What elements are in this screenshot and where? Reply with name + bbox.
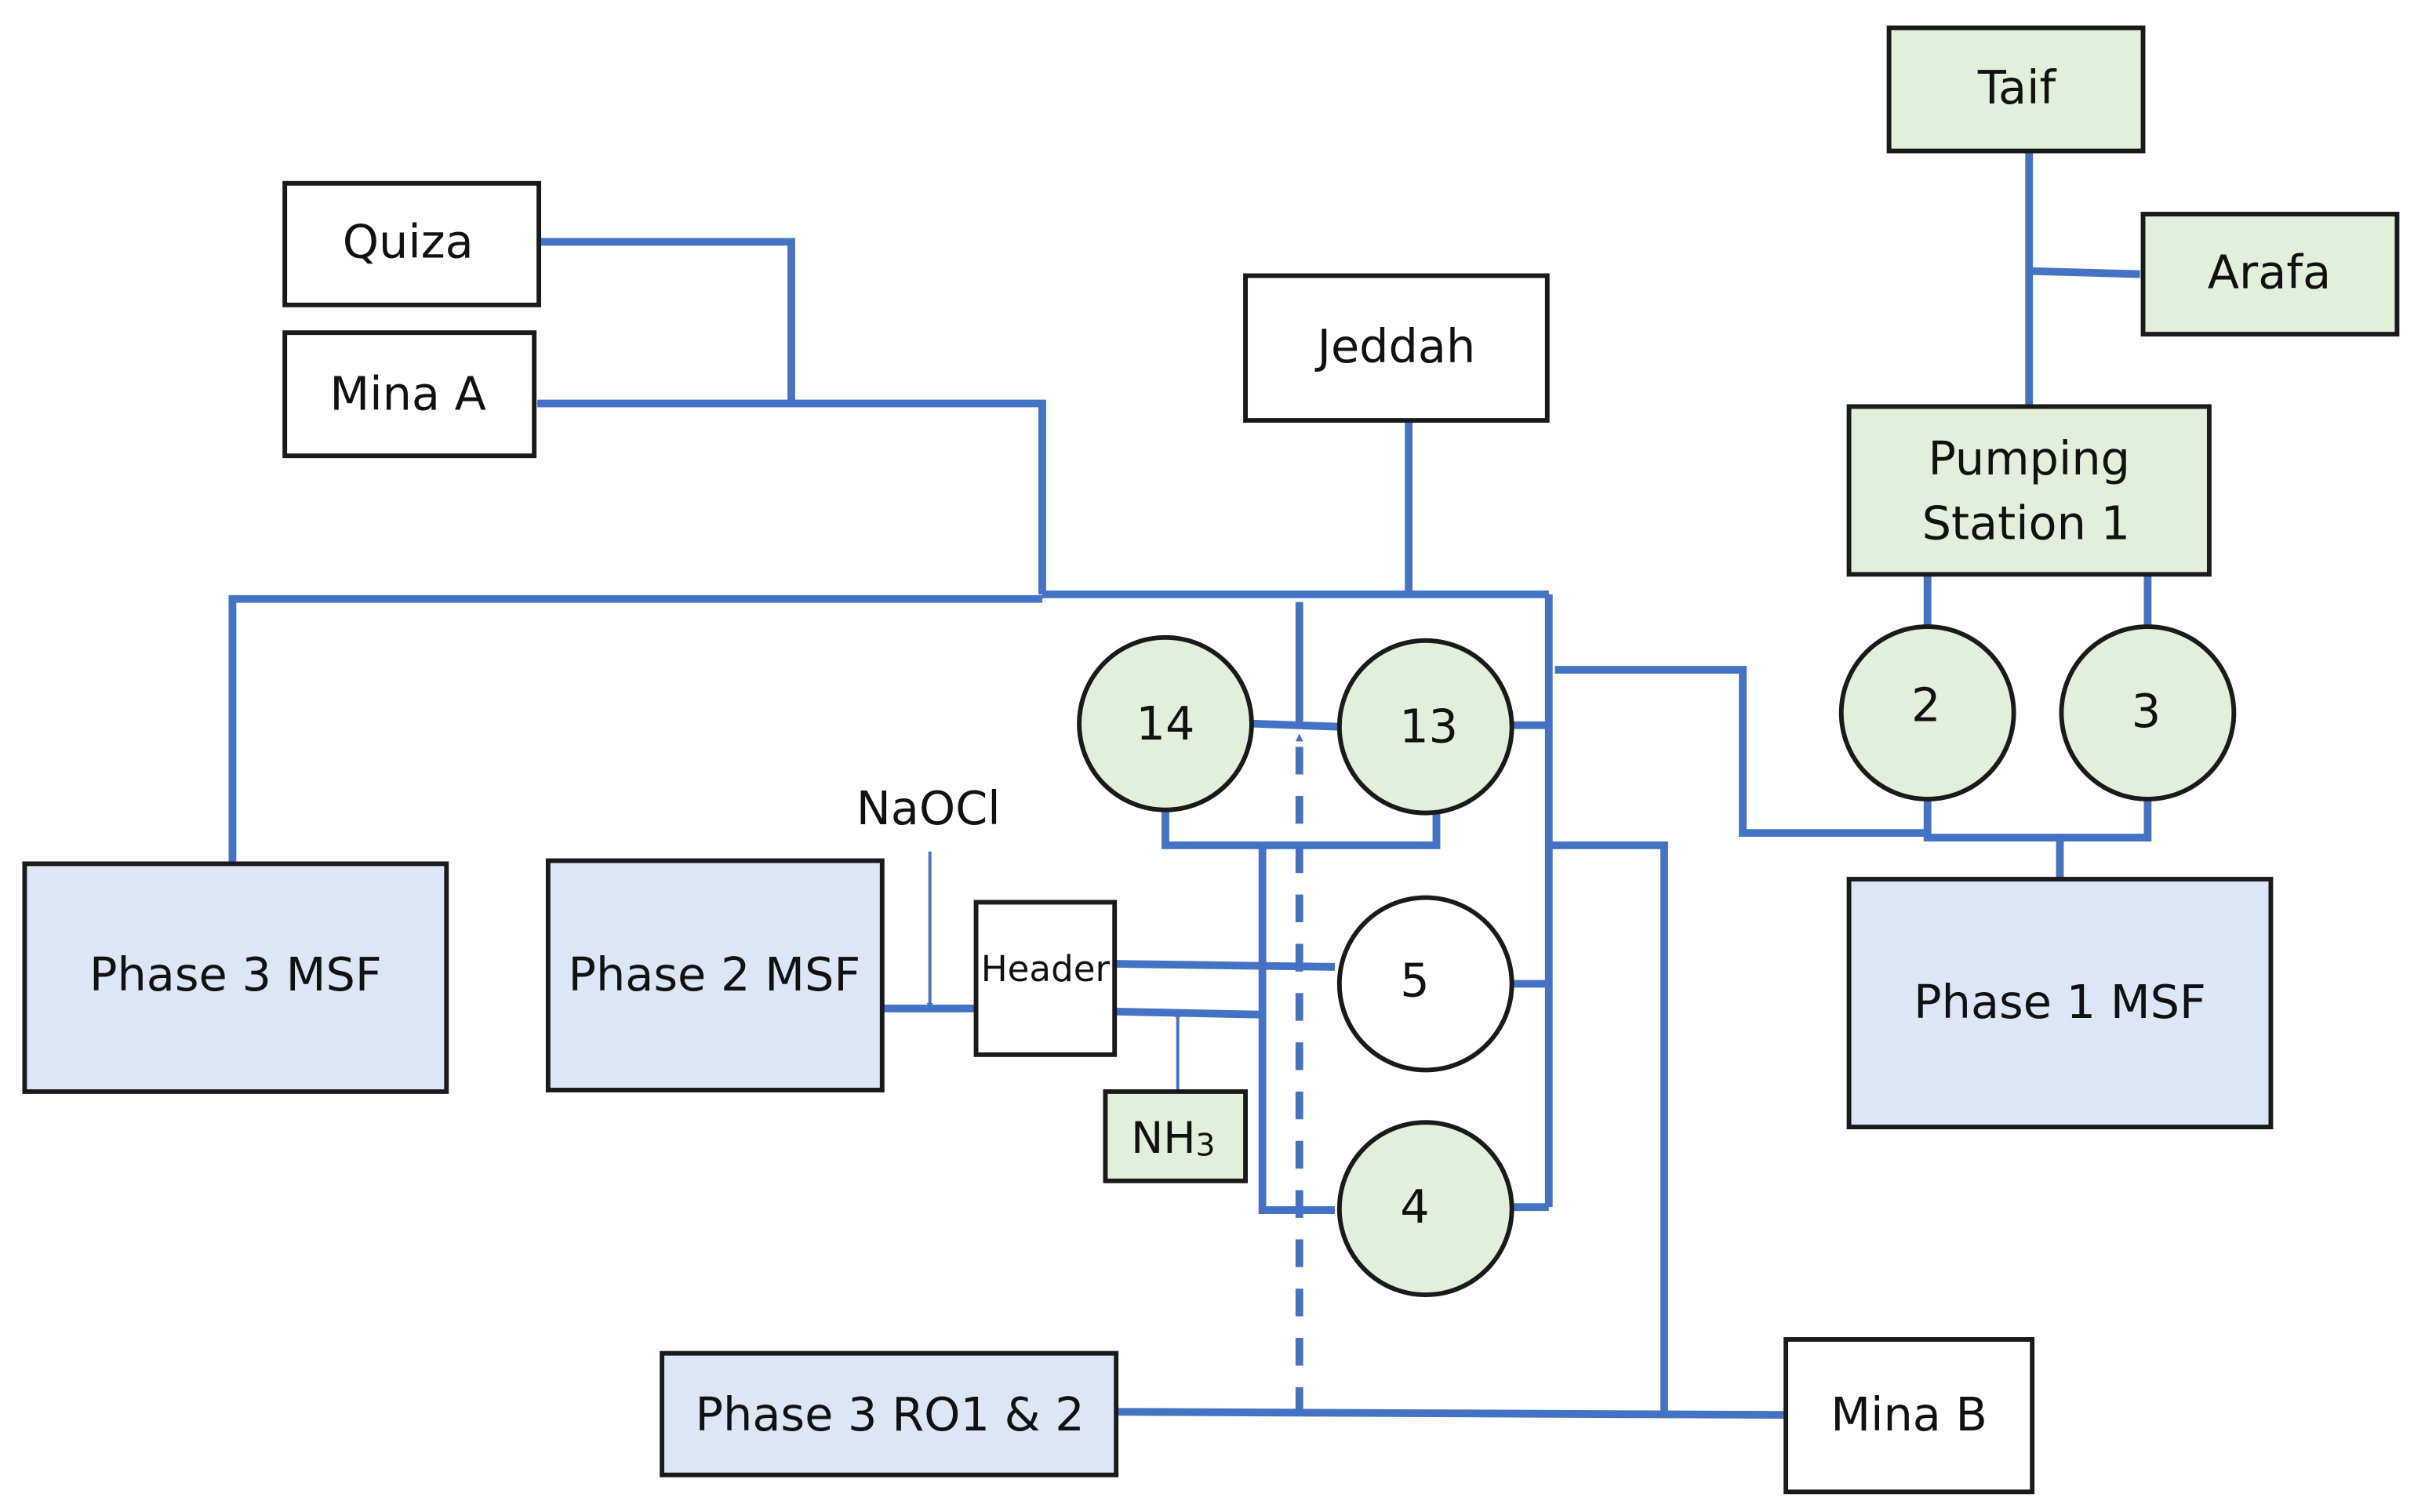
pump-node-3: 3 — [2059, 624, 2237, 801]
pipe-to-quiza — [536, 238, 795, 404]
pipe-suction-14 — [1162, 810, 1263, 849]
phase3-msf-box: Phase 3 MSF — [22, 861, 449, 1094]
phase2-msf-box: Phase 2 MSF — [545, 858, 885, 1092]
pipe-to-phase1-pumps — [1554, 666, 1927, 838]
nh3-box: NH3 — [1103, 1089, 1249, 1183]
pipe-phase1msf-to-3 — [2060, 798, 2152, 841]
pumping-station-label-line1: Pumping — [1928, 431, 2130, 485]
pipe-phase1msf-to-2 — [1923, 798, 2064, 880]
taif-box: Taif — [1886, 25, 2146, 154]
pump-node-2: 2 — [1838, 624, 2016, 801]
pipe-header-to-manifold — [1114, 1007, 1263, 1019]
quiza-label: Quiza — [343, 214, 474, 268]
header-label: Header — [981, 948, 1111, 990]
taif-label: Taif — [1977, 60, 2057, 114]
pump-node-3-label: 3 — [2132, 684, 2161, 738]
pump-node-5: 5 — [1336, 895, 1514, 1073]
mina-b-label: Mina B — [1830, 1387, 1987, 1441]
pumping-station-label-line2: Station 1 — [1922, 496, 2130, 551]
pump-node-2-label: 2 — [1911, 678, 1940, 732]
mina-b-box: Mina B — [1783, 1337, 2035, 1495]
phase1-msf-label: Phase 1 MSF — [1914, 975, 2206, 1029]
header-box: Header — [973, 900, 1118, 1057]
arafa-label: Arafa — [2208, 245, 2331, 300]
pump-node-4-label: 4 — [1400, 1179, 1429, 1234]
pipe-network — [228, 151, 2152, 1419]
pumping-station-box: Pumping Station 1 — [1846, 404, 2212, 577]
phase1-msf-box: Phase 1 MSF — [1846, 877, 2274, 1130]
pipe-phase3msf-to-header — [228, 594, 1043, 864]
nh3-label: NH3 — [1131, 1113, 1215, 1163]
phase2-msf-label: Phase 2 MSF — [568, 947, 860, 1001]
pump-node-5-label: 5 — [1400, 954, 1429, 1008]
jeddah-box: Jeddah — [1243, 273, 1550, 423]
pipe-header-to-5 — [1114, 960, 1336, 971]
pipe-to-mina-b-branch — [1548, 841, 1668, 1413]
pump-node-14: 14 — [1077, 634, 1254, 812]
mina-a-box: Mina A — [282, 330, 537, 459]
pump-node-13: 13 — [1336, 638, 1514, 816]
pump-node-14-label: 14 — [1136, 696, 1195, 751]
pump-node-4: 4 — [1336, 1120, 1514, 1297]
pump-node-13-label: 13 — [1399, 700, 1458, 754]
pipe-suction-13 — [1262, 810, 1441, 849]
phase3-msf-label: Phase 3 MSF — [89, 947, 382, 1001]
nh3-subscript: 3 — [1196, 1128, 1216, 1163]
nh3-main-text: NH — [1131, 1113, 1195, 1163]
pipe-ro-to-mina-b — [1118, 1408, 1787, 1419]
arafa-box: Arafa — [2140, 212, 2400, 337]
mina-a-label: Mina A — [329, 367, 486, 421]
quiza-box: Quiza — [282, 180, 541, 307]
jeddah-label: Jeddah — [1314, 319, 1476, 373]
pipe-to-mina-a — [536, 399, 1046, 594]
phase3-ro-box: Phase 3 RO1 & 2 — [660, 1350, 1119, 1477]
pipe-to-arafa — [2029, 267, 2141, 278]
naocl-label: NaOCl — [856, 781, 1001, 835]
phase3-ro-label: Phase 3 RO1 & 2 — [696, 1387, 1085, 1441]
